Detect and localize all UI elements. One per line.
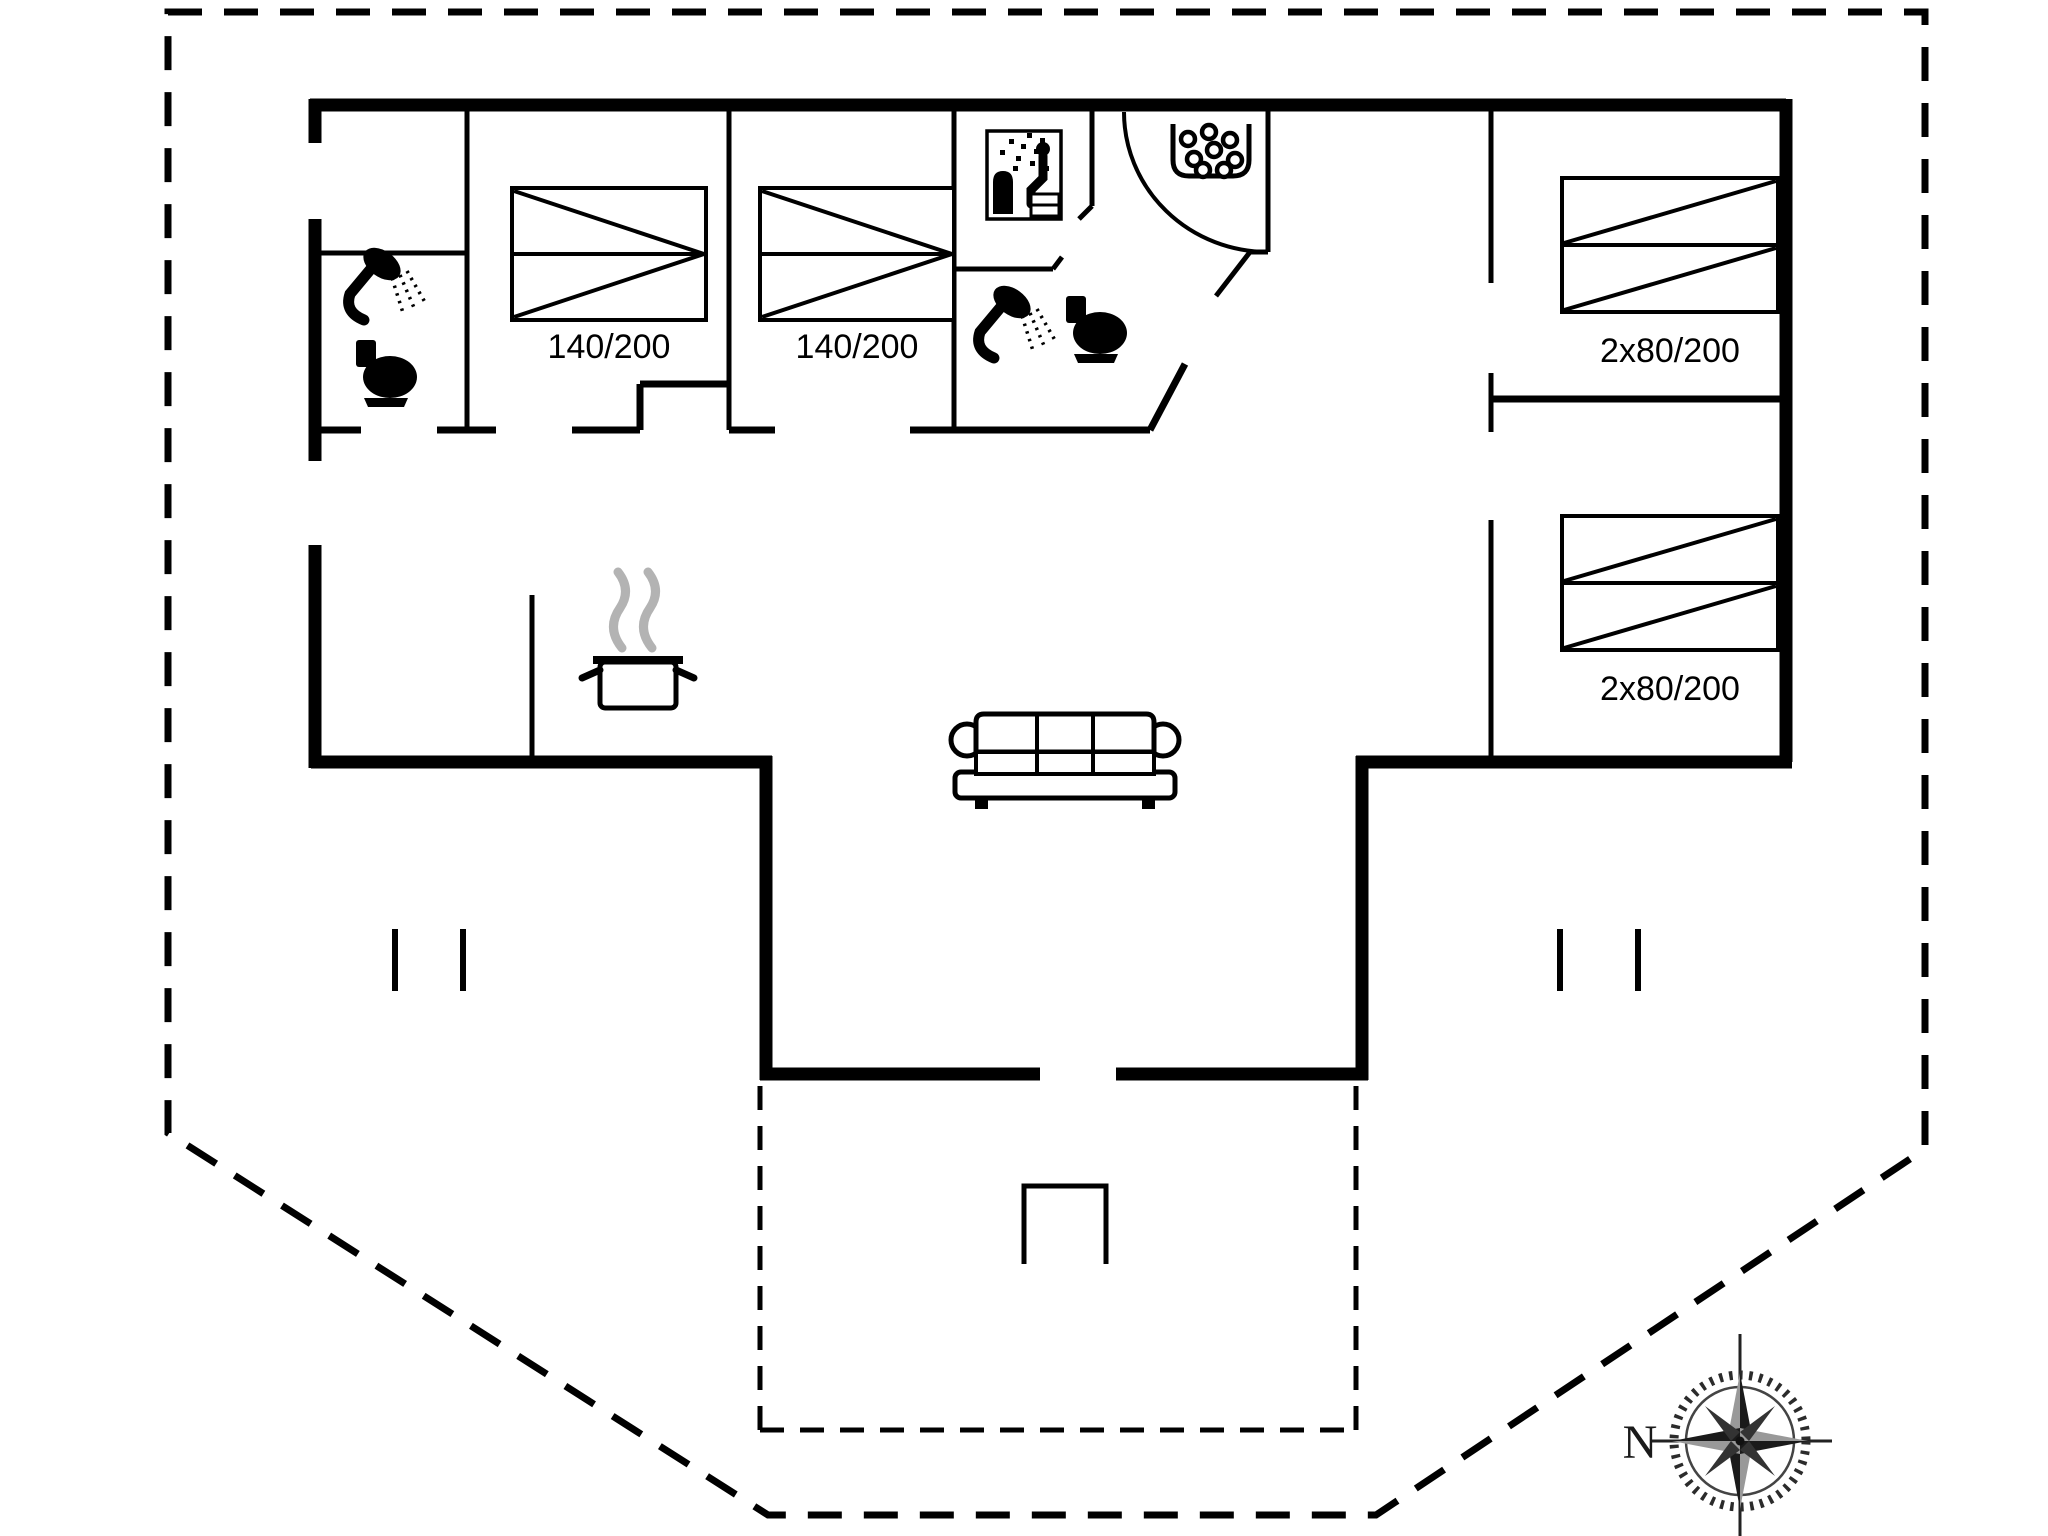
door-swing-arc <box>1122 111 1269 254</box>
bedroom-1-double-bed <box>510 186 708 322</box>
toilet-icon <box>356 340 417 407</box>
terrace-step-icon <box>1021 1183 1109 1264</box>
shower-icon <box>979 279 1056 358</box>
bedroom-3-bunk-bed <box>1560 176 1780 314</box>
exterior-walls <box>308 98 1793 1081</box>
partition-walls <box>311 362 1786 434</box>
bed-label-2: 140/200 <box>796 328 919 366</box>
bed-label-4: 2x80/200 <box>1600 670 1740 708</box>
whirlpool-icon <box>1170 122 1252 180</box>
terrace-outline-dashed <box>757 1086 1359 1433</box>
bed-label-3: 2x80/200 <box>1600 332 1740 370</box>
window-post-marks <box>392 929 1641 991</box>
interior-walls <box>315 105 1494 762</box>
compass-rose-icon: N <box>1623 1334 1832 1536</box>
bedroom-4-bunk-bed <box>1560 514 1780 652</box>
stove-pot-icon <box>578 656 698 711</box>
compass-north-label: N <box>1623 1416 1658 1469</box>
property-boundary-dashed <box>164 8 1929 1519</box>
steam-icon <box>609 567 660 653</box>
bedroom-2-double-bed <box>758 186 956 322</box>
bed-label-1: 140/200 <box>548 328 671 366</box>
sauna-icon <box>985 129 1063 221</box>
sofa-icon <box>948 711 1182 809</box>
toilet-icon <box>1066 296 1127 363</box>
